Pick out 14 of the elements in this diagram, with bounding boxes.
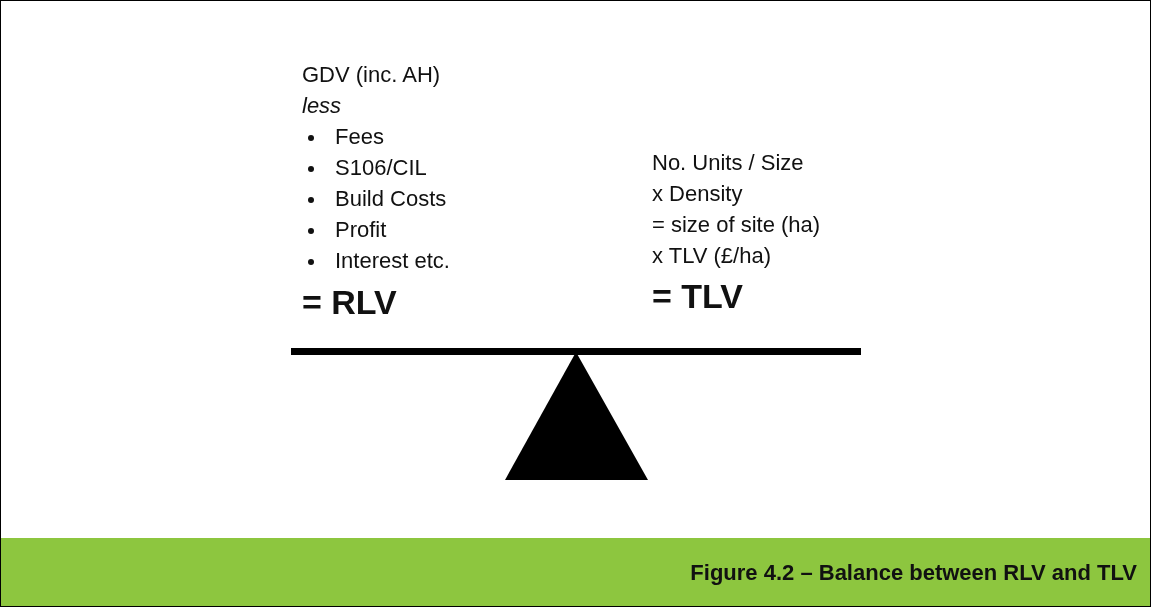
result-text: = RLV	[302, 282, 397, 322]
list-item: Interest etc.	[335, 248, 450, 274]
list-item: Build Costs	[335, 186, 447, 212]
list-item: S106/CIL	[335, 155, 427, 181]
list-item: Profit	[335, 217, 387, 243]
operator-text: less	[302, 93, 342, 119]
formula-text: = size of site (ha)	[652, 212, 821, 238]
formula-text: x Density	[652, 181, 743, 207]
formula-text: GDV (inc. AH)	[302, 62, 441, 88]
formula-text: No. Units / Size	[652, 150, 804, 176]
figure-caption: Figure 4.2 – Balance between RLV and TLV	[690, 560, 1137, 586]
list-item: Fees	[335, 124, 384, 150]
result-text: = TLV	[652, 276, 743, 316]
formula-text: x TLV (£/ha)	[652, 243, 771, 269]
